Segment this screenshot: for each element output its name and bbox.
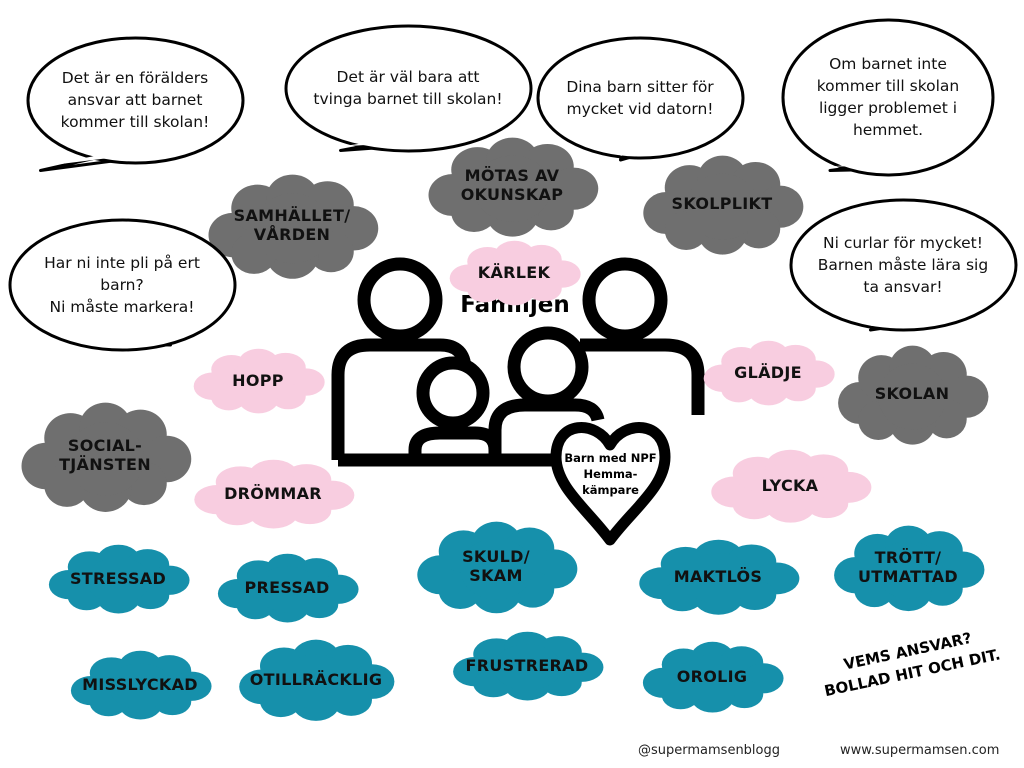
speech-bubble-shape-icon — [789, 198, 1017, 332]
speech-bubble: Dina barn sitter för mycket vid datorn! — [536, 36, 744, 162]
speech-bubble-shape-icon — [8, 218, 236, 352]
cloud-shape-icon — [642, 641, 784, 713]
footer-social-handle: @supermamsenblogg — [638, 743, 781, 758]
cloud-shape-icon — [21, 402, 191, 512]
cloud-label: FRUSTRERAD — [465, 655, 589, 675]
cloud-label: KÄRLEK — [477, 262, 551, 282]
cloud-shape-icon — [416, 521, 577, 614]
gray-cloud: MÖTAS AV OKUNSKAP — [425, 137, 600, 237]
teal-cloud: OROLIG — [640, 641, 785, 713]
pink-cloud: KÄRLEK — [447, 240, 582, 306]
cloud-label: GLÄDJE — [734, 362, 802, 382]
pink-cloud: LYCKA — [708, 449, 873, 523]
pink-cloud: DRÖMMAR — [191, 459, 356, 529]
pink-cloud: HOPP — [191, 348, 326, 414]
cloud-label: MAKTLÖS — [673, 566, 763, 586]
cloud-shape-icon — [638, 539, 799, 615]
gray-cloud: SAMHÄLLET/ VÅRDEN — [205, 174, 380, 279]
speech-bubble-shape-icon — [781, 18, 995, 176]
teal-cloud: FRUSTRERAD — [450, 631, 605, 701]
cloud-label: STRESSAD — [69, 568, 167, 588]
cloud-shape-icon — [193, 348, 325, 414]
cloud-label: SKOLPLIKT — [671, 193, 773, 213]
cloud-shape-icon — [48, 544, 190, 614]
speech-bubble: Om barnet inte kommer till skolan ligger… — [781, 18, 995, 176]
cloud-label: PRESSAD — [244, 577, 330, 597]
cloud-label: MISSLYCKAD — [82, 674, 198, 694]
cloud-label: SKOLAN — [874, 383, 950, 403]
cloud-shape-icon — [449, 240, 581, 306]
cloud-shape-icon — [428, 137, 598, 237]
slogan: VEMS ANSVAR? BOLLAD HIT OCH DIT. — [822, 628, 1002, 701]
speech-bubble-shape-icon — [536, 36, 744, 162]
speech-bubble-shape-icon — [284, 24, 532, 152]
cloud-label: MÖTAS AV OKUNSKAP — [460, 166, 564, 204]
speech-bubble-shape-icon — [26, 36, 244, 172]
cloud-label: HOPP — [232, 370, 284, 390]
cloud-label: SKULD/ SKAM — [462, 547, 530, 585]
cloud-label: TRÖTT/ UTMATTAD — [858, 548, 958, 586]
cloud-label: OTILLRÄCKLIG — [249, 669, 383, 689]
footer-website: www.supermamsen.com — [840, 743, 1000, 758]
speech-bubble-text: Ni curlar för mycket! Barnen måste lära … — [817, 234, 989, 296]
cloud-label: SOCIAL- TJÄNSTEN — [59, 436, 151, 474]
speech-bubble: Det är en förälders ansvar att barnet ko… — [26, 36, 244, 172]
gray-cloud: SKOLPLIKT — [640, 155, 805, 255]
cloud-shape-icon — [710, 449, 871, 523]
cloud-shape-icon — [239, 639, 395, 721]
cloud-shape-icon — [837, 345, 988, 445]
heart-icon — [550, 422, 671, 546]
cloud-label: DRÖMMAR — [224, 483, 322, 503]
speech-bubble-text: Det är väl bara att tvinga barnet till s… — [313, 68, 503, 108]
cloud-shape-icon — [452, 631, 603, 701]
speech-bubble: Det är väl bara att tvinga barnet till s… — [284, 24, 532, 152]
cloud-label: OROLIG — [676, 666, 748, 686]
speech-bubble-text: Det är en förälders ansvar att barnet ko… — [60, 69, 210, 131]
family-icon — [330, 255, 710, 555]
teal-cloud: TRÖTT/ UTMATTAD — [831, 525, 986, 612]
cloud-shape-icon — [193, 459, 354, 529]
cloud-label: LYCKA — [761, 475, 819, 495]
teal-cloud: SKULD/ SKAM — [414, 521, 579, 614]
speech-bubble: Ni curlar för mycket! Barnen måste lära … — [789, 198, 1017, 332]
speech-bubble-text: Om barnet inte kommer till skolan ligger… — [816, 55, 960, 139]
teal-cloud: PRESSAD — [215, 553, 360, 623]
cloud-shape-icon — [208, 174, 378, 279]
teal-cloud: MAKTLÖS — [636, 539, 801, 615]
heart-label: Barn med NPF Hemma- kämpare — [564, 451, 657, 497]
teal-cloud: OTILLRÄCKLIG — [236, 639, 396, 721]
gray-cloud: SKOLAN — [835, 345, 990, 445]
speech-bubble: Har ni inte pli på ert barn? Ni måste ma… — [8, 218, 236, 352]
cloud-label: SAMHÄLLET/ VÅRDEN — [233, 206, 351, 244]
teal-cloud: STRESSAD — [46, 544, 191, 614]
pink-cloud: GLÄDJE — [701, 340, 836, 406]
teal-cloud: MISSLYCKAD — [68, 650, 213, 720]
cloud-shape-icon — [703, 340, 835, 406]
speech-bubble-text: Har ni inte pli på ert barn? Ni måste ma… — [44, 254, 200, 316]
cloud-shape-icon — [642, 155, 803, 255]
speech-bubble-text: Dina barn sitter för mycket vid datorn! — [566, 78, 714, 118]
cloud-shape-icon — [70, 650, 212, 720]
cloud-shape-icon — [217, 553, 359, 623]
gray-cloud: SOCIAL- TJÄNSTEN — [18, 402, 193, 512]
cloud-shape-icon — [833, 525, 984, 612]
